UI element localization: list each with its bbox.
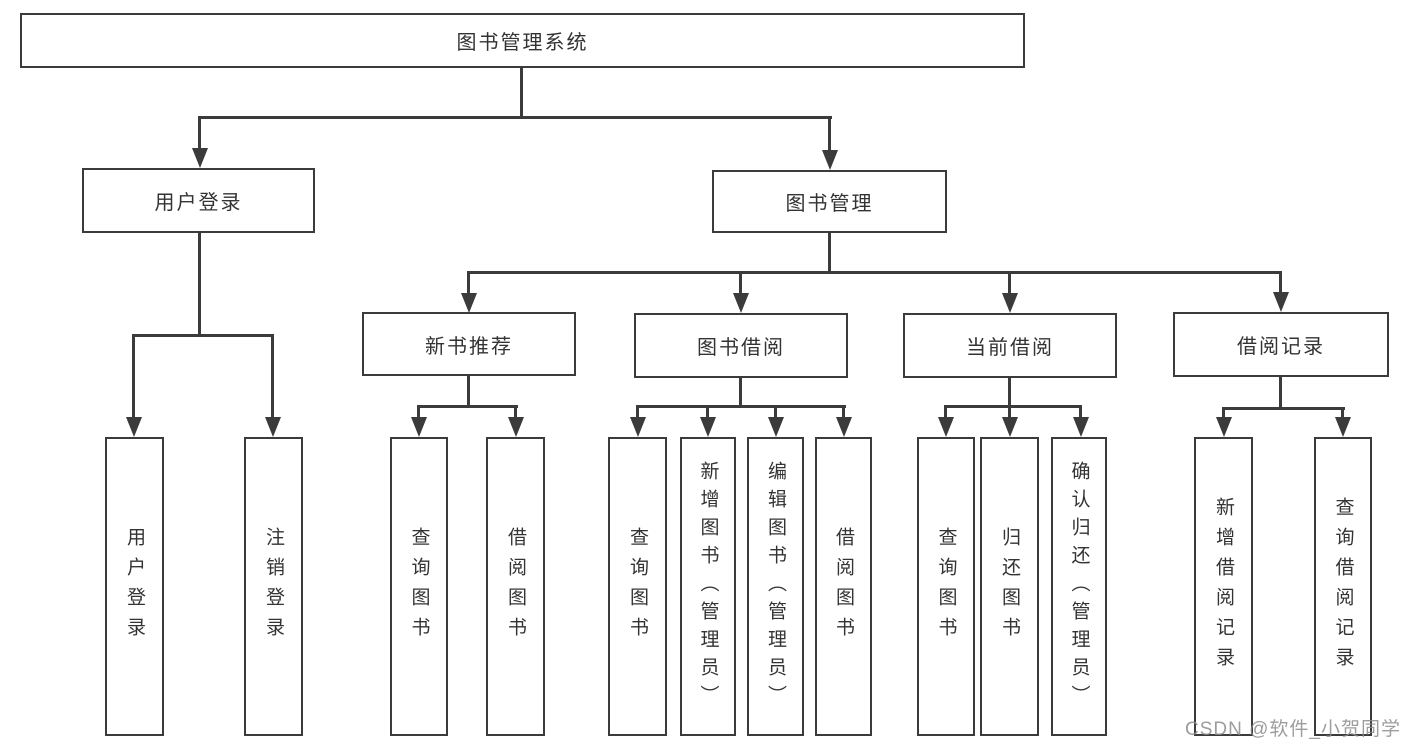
leaf-logout-label: 注销登录 — [263, 526, 284, 647]
connector-h — [636, 405, 846, 408]
connector-v — [1008, 405, 1011, 419]
connector-v — [198, 116, 201, 150]
node-book-borrow: 图书借阅 — [634, 313, 848, 378]
arrowhead-down-icon — [1216, 417, 1232, 437]
connector-v — [739, 271, 742, 295]
leaf-return-book: 归还图书 — [980, 437, 1039, 736]
node-root-label: 图书管理系统 — [456, 32, 589, 54]
node-root: 图书管理系统 — [20, 13, 1025, 68]
connector-v — [842, 405, 845, 419]
leaf-query-borrow-record: 查询借阅记录 — [1314, 437, 1372, 736]
connector-v — [1079, 405, 1082, 419]
leaf-logout: 注销登录 — [244, 437, 303, 736]
leaf-query-borrow-record-label: 查询借阅记录 — [1332, 496, 1354, 677]
arrowhead-down-icon — [1002, 417, 1018, 437]
arrowhead-down-icon — [126, 417, 142, 437]
connector-v — [271, 334, 274, 419]
arrowhead-down-icon — [768, 417, 784, 437]
leaf-query-books-borrow-label: 查询图书 — [627, 526, 648, 647]
csdn-watermark: CSDN @软件_小贺同学 — [1185, 719, 1401, 740]
leaf-query-books-recommend: 查询图书 — [390, 437, 448, 736]
connector-h — [198, 116, 832, 119]
arrowhead-down-icon — [630, 417, 646, 437]
leaf-query-books-current: 查询图书 — [917, 437, 975, 736]
arrowhead-down-icon — [265, 417, 281, 437]
node-current-borrow: 当前借阅 — [903, 313, 1117, 378]
arrowhead-down-icon — [1335, 417, 1351, 437]
node-book-management-label: 图书管理 — [785, 193, 874, 215]
leaf-add-borrow-record-label: 新增借阅记录 — [1213, 496, 1234, 677]
arrowhead-down-icon — [700, 417, 716, 437]
leaf-query-books-borrow: 查询图书 — [608, 437, 667, 736]
connector-h — [944, 405, 1082, 408]
node-user-login: 用户登录 — [82, 168, 315, 233]
arrowhead-down-icon — [411, 417, 427, 437]
leaf-edit-book-admin-label: 编辑图书（管理员） — [765, 460, 786, 713]
leaf-borrow-books-recommend: 借阅图书 — [486, 437, 545, 736]
connector-v — [467, 376, 470, 408]
connector-v — [944, 405, 947, 419]
node-new-book-recommend: 新书推荐 — [362, 312, 576, 376]
arrowhead-down-icon — [1002, 293, 1018, 313]
connector-v — [198, 233, 201, 337]
node-borrow-records-label: 借阅记录 — [1237, 336, 1325, 358]
connector-v — [1341, 407, 1344, 419]
leaf-user-login-label: 用户登录 — [124, 526, 145, 647]
connector-v — [1279, 377, 1282, 410]
connector-v — [774, 405, 777, 419]
leaf-borrow-books-borrow-label: 借阅图书 — [833, 526, 854, 647]
connector-v — [132, 334, 135, 419]
connector-v — [828, 116, 831, 150]
arrowhead-down-icon — [822, 150, 838, 170]
arrowhead-down-icon — [192, 148, 208, 168]
leaf-borrow-books-borrow: 借阅图书 — [815, 437, 872, 736]
leaf-add-borrow-record: 新增借阅记录 — [1194, 437, 1253, 736]
leaf-edit-book-admin: 编辑图书（管理员） — [747, 437, 804, 736]
node-book-borrow-label: 图书借阅 — [697, 337, 785, 359]
arrowhead-down-icon — [461, 293, 477, 313]
connector-h — [417, 405, 518, 408]
connector-v — [706, 405, 709, 419]
arrowhead-down-icon — [1273, 292, 1289, 312]
leaf-confirm-return-admin: 确认归还（管理员） — [1051, 437, 1107, 736]
arrowhead-down-icon — [938, 417, 954, 437]
connector-v — [739, 378, 742, 408]
arrowhead-down-icon — [733, 293, 749, 313]
connector-v — [514, 405, 517, 419]
connector-v — [828, 233, 831, 274]
leaf-borrow-books-recommend-label: 借阅图书 — [505, 526, 526, 647]
node-borrow-records: 借阅记录 — [1173, 312, 1389, 377]
connector-h — [132, 334, 274, 337]
connector-v — [417, 405, 420, 419]
connector-v — [1008, 271, 1011, 295]
connector-h — [467, 271, 1282, 274]
node-user-login-label: 用户登录 — [154, 192, 243, 214]
arrowhead-down-icon — [1073, 417, 1089, 437]
leaf-add-book-admin: 新增图书（管理员） — [680, 437, 736, 736]
connector-v — [1279, 271, 1282, 294]
leaf-user-login: 用户登录 — [105, 437, 164, 736]
connector-v — [520, 68, 523, 117]
leaf-query-books-current-label: 查询图书 — [935, 526, 957, 647]
arrowhead-down-icon — [836, 417, 852, 437]
connector-h — [1222, 407, 1345, 410]
connector-v — [1222, 407, 1225, 419]
leaf-return-book-label: 归还图书 — [999, 526, 1020, 647]
leaf-confirm-return-admin-label: 确认归还（管理员） — [1068, 460, 1090, 713]
connector-v — [636, 405, 639, 419]
leaf-query-books-recommend-label: 查询图书 — [408, 526, 430, 647]
connector-v — [1008, 378, 1011, 408]
node-book-management: 图书管理 — [712, 170, 947, 233]
leaf-add-book-admin-label: 新增图书（管理员） — [697, 460, 719, 713]
node-new-book-recommend-label: 新书推荐 — [425, 335, 513, 358]
arrowhead-down-icon — [508, 417, 524, 437]
node-current-borrow-label: 当前借阅 — [966, 337, 1054, 359]
connector-v — [467, 271, 470, 295]
